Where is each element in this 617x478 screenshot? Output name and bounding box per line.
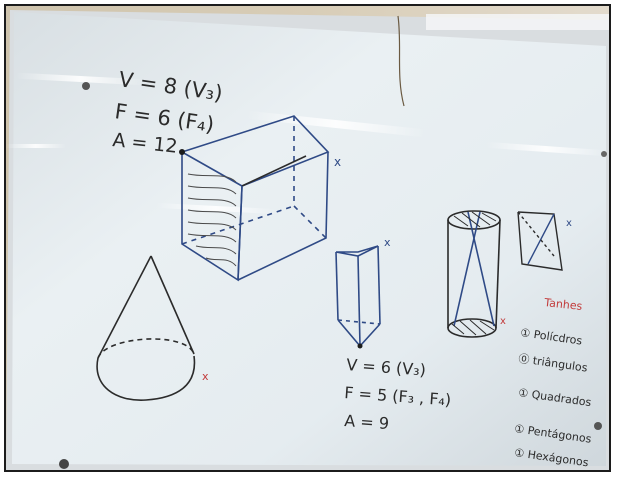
right-list-title: Tanhes	[543, 296, 583, 313]
prism-mark: x	[384, 236, 391, 249]
prism-note-edges: A = 9	[344, 411, 390, 433]
whiteboard-photo: V = 8 (V₃) F = 6 (F₄) A = 12 x	[6, 6, 609, 470]
whiteboard	[12, 12, 606, 466]
cube-mark: x	[334, 155, 341, 169]
screw-icon	[601, 151, 607, 157]
photo-frame: V = 8 (V₃) F = 6 (F₄) A = 12 x	[4, 4, 611, 472]
screw-icon	[59, 459, 69, 469]
cone-drawing	[96, 255, 196, 401]
cylinder-hatching	[451, 211, 497, 336]
cylinder-mark: x	[500, 316, 506, 327]
vertex-dot	[357, 343, 363, 349]
wedge-mark: x	[566, 218, 572, 229]
cylinder-drawing	[447, 210, 501, 338]
cone-mark: x	[202, 370, 209, 383]
wall-crack	[397, 15, 405, 107]
wedge-drawing	[517, 211, 563, 271]
vertex-dot	[179, 149, 185, 155]
screw-icon	[82, 82, 90, 90]
cube-hatching	[187, 173, 237, 267]
screw-icon	[594, 422, 602, 430]
cube-drawing	[181, 115, 330, 282]
